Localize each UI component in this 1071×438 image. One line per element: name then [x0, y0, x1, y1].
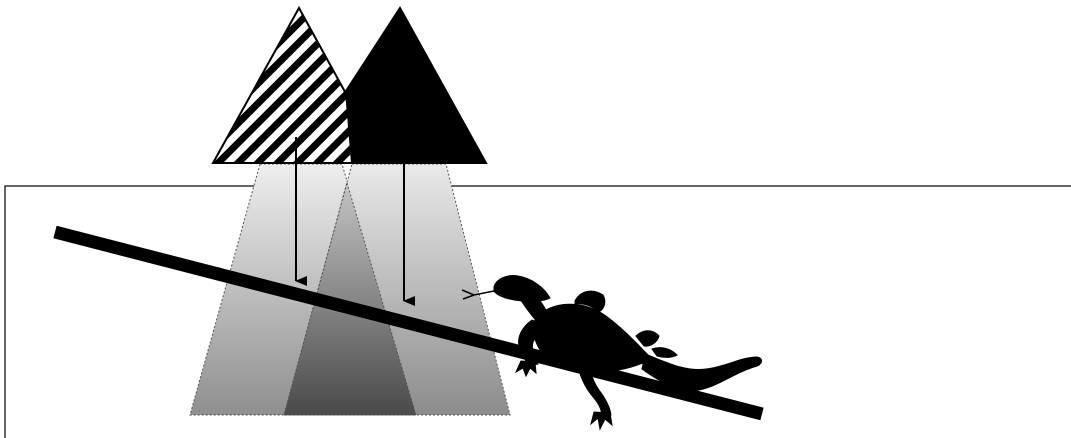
solid-triangle [346, 8, 486, 163]
